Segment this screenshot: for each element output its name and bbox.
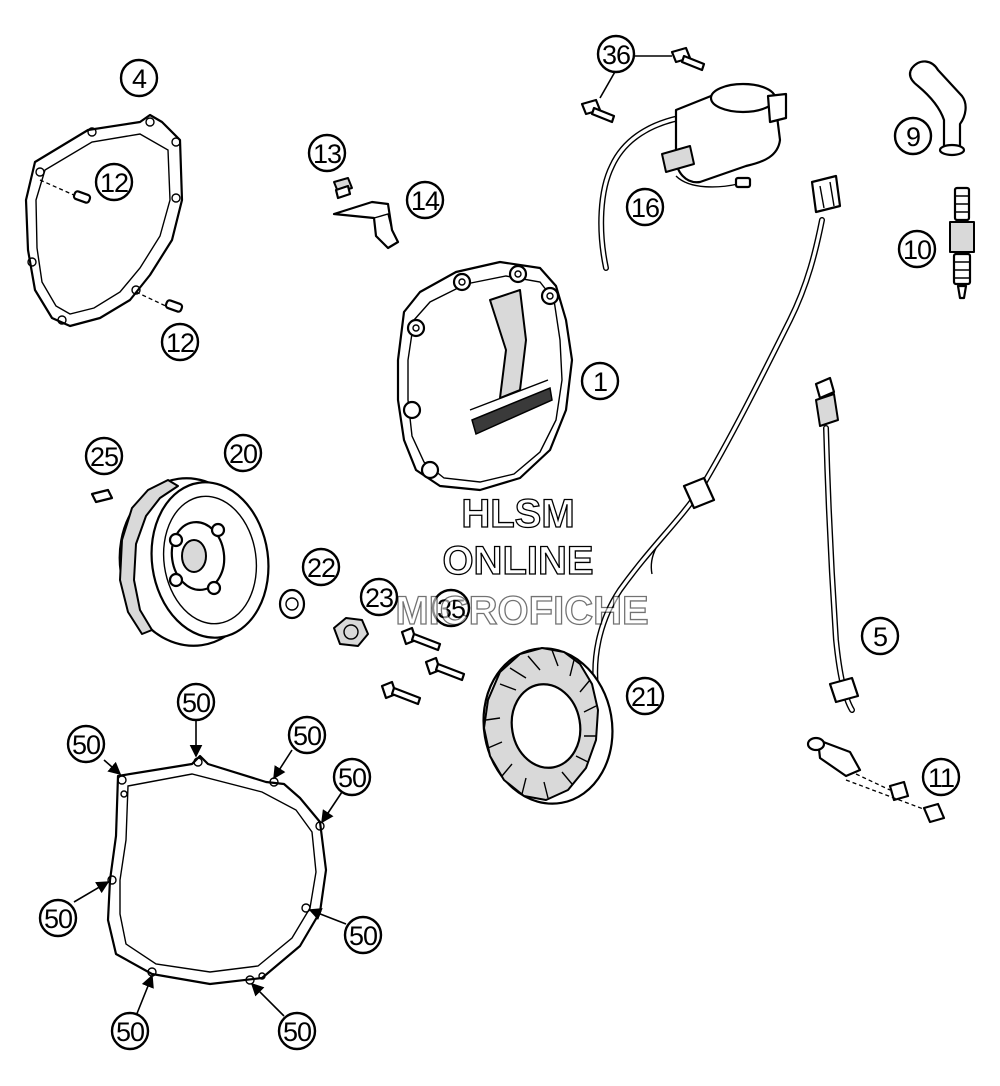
- callout-11: 11: [921, 757, 961, 797]
- svg-text:10: 10: [903, 235, 931, 265]
- callout-35: 35: [431, 588, 471, 628]
- svg-text:23: 23: [365, 583, 393, 613]
- watermark-line-2: ONLINE: [442, 539, 593, 583]
- ignition-cover: [396, 260, 574, 492]
- callout-50-f: 50: [343, 915, 383, 955]
- woodruff-key: [90, 488, 114, 504]
- callout-21: 21: [625, 676, 665, 716]
- callout-25: 25: [84, 436, 124, 476]
- callout-14: 14: [405, 180, 445, 220]
- svg-text:35: 35: [437, 594, 465, 624]
- ignition-coil: [598, 82, 788, 271]
- callout-13: 13: [307, 133, 347, 173]
- stator-bolt-b: [424, 656, 466, 682]
- callout-22: 22: [301, 547, 341, 587]
- screw-13: [333, 177, 353, 200]
- callout-36: 36: [596, 34, 636, 74]
- callout-50-a: 50: [176, 682, 216, 722]
- svg-text:13: 13: [313, 139, 341, 169]
- svg-text:4: 4: [132, 64, 147, 94]
- watermark: HLSM ONLINE MICROFICHE: [395, 491, 650, 633]
- svg-text:50: 50: [283, 1017, 311, 1047]
- callout-12-lower: 12: [160, 322, 200, 362]
- ignition-cover-gasket: [24, 113, 184, 328]
- svg-text:12: 12: [100, 168, 128, 198]
- svg-text:50: 50: [349, 921, 377, 951]
- callout-5: 5: [860, 616, 900, 656]
- svg-text:50: 50: [116, 1017, 144, 1047]
- pulser-screw-b: [845, 779, 946, 824]
- callout-50-b: 50: [66, 724, 106, 764]
- pulser-screw-a: [855, 773, 910, 802]
- flywheel-nut: [333, 617, 369, 647]
- dowel-pin-lower: [135, 291, 184, 313]
- callout-10: 10: [897, 229, 937, 269]
- dowel-pin-upper: [39, 179, 92, 204]
- svg-text:12: 12: [166, 328, 194, 358]
- svg-text:50: 50: [293, 721, 321, 751]
- callout-20: 20: [223, 433, 263, 473]
- washer: [278, 588, 306, 620]
- clutch-cover-gasket: [106, 754, 328, 986]
- svg-text:5: 5: [873, 622, 887, 652]
- svg-text:16: 16: [631, 193, 659, 223]
- stator-wiring-harness: [592, 174, 842, 703]
- pulser-coil: [806, 376, 862, 778]
- svg-text:50: 50: [72, 730, 100, 760]
- stator-bolt-a: [400, 626, 442, 652]
- svg-text:20: 20: [229, 439, 257, 469]
- coil-bolt-upper: [670, 46, 706, 72]
- svg-text:50: 50: [44, 904, 72, 934]
- callout-50-g: 50: [110, 1011, 150, 1051]
- spark-plug: [949, 186, 975, 300]
- callout-50-h: 50: [277, 1011, 317, 1051]
- svg-text:22: 22: [307, 553, 335, 583]
- callout-16: 16: [625, 187, 665, 227]
- watermark-line-1: HLSM: [461, 492, 574, 536]
- svg-text:11: 11: [928, 763, 954, 793]
- svg-text:21: 21: [631, 682, 659, 712]
- callout-9: 9: [893, 116, 933, 156]
- callout-4: 4: [119, 58, 159, 98]
- svg-text:14: 14: [411, 186, 440, 216]
- coil-bolt-lower: [580, 98, 616, 124]
- watermark-line-3: MICROFICHE: [395, 589, 648, 633]
- callout-50-d: 50: [332, 757, 372, 797]
- stator: [482, 647, 614, 805]
- svg-text:50: 50: [338, 763, 366, 793]
- flywheel-rotor: [118, 477, 270, 647]
- svg-text:1: 1: [593, 367, 607, 397]
- callout-12-upper: 12: [94, 162, 134, 202]
- stator-bolt-c: [380, 680, 422, 706]
- svg-text:50: 50: [182, 688, 210, 718]
- callout-50-c: 50: [287, 715, 327, 755]
- svg-text:9: 9: [906, 122, 920, 152]
- svg-text:36: 36: [602, 40, 630, 70]
- callout-23: 23: [359, 577, 399, 617]
- spark-plug-connector: [908, 60, 967, 157]
- leader-lines: [73, 55, 672, 1017]
- cable-bracket: [332, 200, 400, 250]
- callout-1: 1: [580, 361, 620, 401]
- callout-50-e: 50: [38, 898, 78, 938]
- svg-text:25: 25: [90, 442, 118, 472]
